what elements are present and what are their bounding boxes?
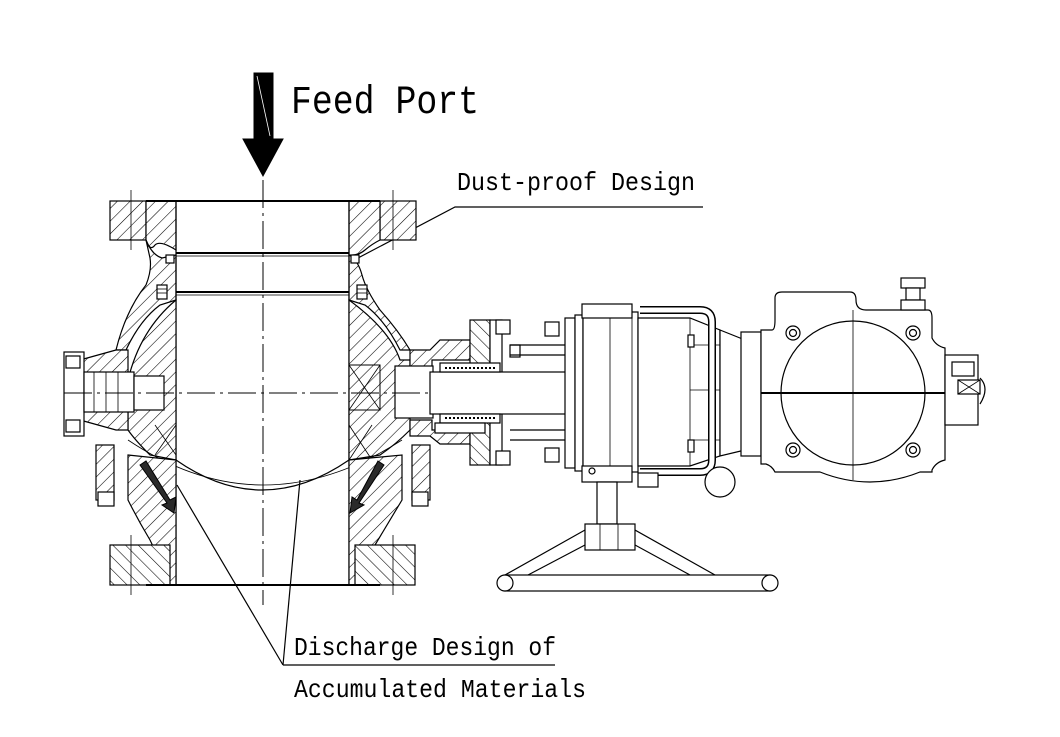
discharge-label-line1: Discharge Design of [294, 633, 556, 663]
handwheel [496, 481, 779, 592]
stem-assembly [429, 319, 571, 466]
gearbox [564, 303, 762, 498]
arrow-diagonal-icon [139, 460, 177, 514]
arrow-diagonal-icon [349, 460, 385, 514]
actuator [760, 277, 986, 483]
dust-proof-label: Dust-proof Design [457, 168, 695, 198]
arrow-down-icon [242, 72, 284, 178]
discharge-leader [176, 479, 555, 666]
discharge-label-line2: Accumulated Materials [294, 675, 586, 705]
dust-proof-leader [357, 206, 703, 259]
valve-body [63, 190, 471, 595]
feed-port-label: Feed Port [291, 81, 479, 126]
feed-port-arrow [242, 72, 284, 178]
